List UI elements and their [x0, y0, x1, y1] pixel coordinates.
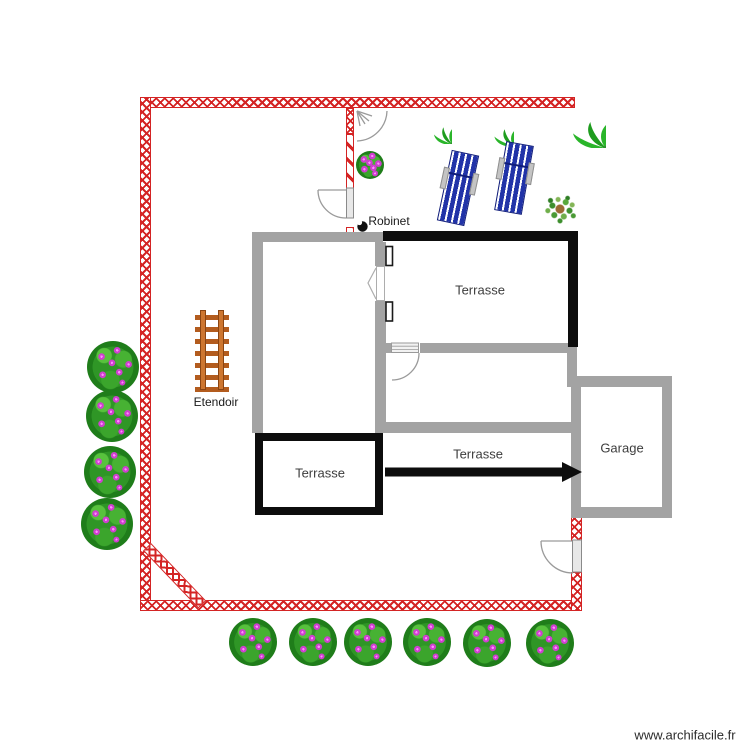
wall-left-room-top[interactable]: [252, 232, 383, 242]
flowering-bush[interactable]: [289, 618, 337, 666]
lounger-fold-line: [446, 171, 475, 180]
gate-door-top[interactable]: [356, 110, 388, 142]
flowering-bush[interactable]: [463, 619, 511, 667]
ladder-rail-right: [218, 310, 224, 390]
flowering-bush[interactable]: [356, 151, 384, 179]
terrasse-door[interactable]: [391, 342, 420, 381]
small-shrub[interactable]: [541, 192, 579, 226]
clothesline-ladder[interactable]: [195, 308, 229, 392]
label-robinet[interactable]: Robinet: [368, 214, 410, 228]
palm-tree[interactable]: [522, 86, 606, 148]
palm-icon: [522, 86, 606, 148]
tap-icon[interactable]: [356, 219, 368, 232]
label-terrasse-top[interactable]: Terrasse: [455, 282, 505, 298]
flowering-bush[interactable]: [86, 390, 138, 442]
palm-tree[interactable]: [464, 106, 514, 146]
wall-right-connector[interactable]: [567, 347, 577, 387]
label-terrasse-mid[interactable]: Terrasse: [453, 446, 503, 462]
palm-tree[interactable]: [406, 104, 452, 144]
garage-walls[interactable]: [571, 376, 672, 518]
wall-terrasse-right-black[interactable]: [568, 241, 578, 347]
flowering-bush[interactable]: [403, 618, 451, 666]
flowering-bush[interactable]: [229, 618, 277, 666]
lounger-fold-line: [502, 162, 531, 169]
flowering-bush[interactable]: [526, 619, 574, 667]
flowering-bush[interactable]: [81, 498, 133, 550]
flowering-bush[interactable]: [87, 341, 139, 393]
wall-terrasse-top-black[interactable]: [383, 231, 578, 241]
gate-door-bottom[interactable]: [540, 539, 582, 574]
palm-icon: [406, 104, 452, 144]
wall-left-room-right[interactable]: [375, 242, 386, 433]
garage-interior: [581, 387, 662, 507]
window-lower[interactable]: [385, 301, 394, 322]
wall-middle-bottom[interactable]: [386, 422, 577, 433]
window-upper[interactable]: [385, 245, 394, 267]
wall-terrasse-bottom[interactable]: [383, 343, 577, 353]
interior-door-chevron[interactable]: [367, 266, 387, 301]
fence-door-west[interactable]: [317, 187, 354, 219]
palm-icon: [464, 106, 514, 146]
ladder-rail-left: [200, 310, 206, 390]
watermark: www.archifacile.fr: [634, 727, 736, 743]
room-terrasse-low[interactable]: [255, 433, 383, 515]
wall-left-room-left[interactable]: [252, 242, 263, 433]
label-etendoir[interactable]: Etendoir: [193, 395, 239, 409]
flowering-bush[interactable]: [84, 446, 136, 498]
label-terrasse-low[interactable]: Terrasse: [295, 465, 345, 481]
fence-inner-vertical-top[interactable]: [346, 108, 354, 134]
flowering-bush[interactable]: [344, 618, 392, 666]
direction-arrow[interactable]: [385, 462, 582, 482]
label-garage[interactable]: Garage: [600, 440, 644, 456]
